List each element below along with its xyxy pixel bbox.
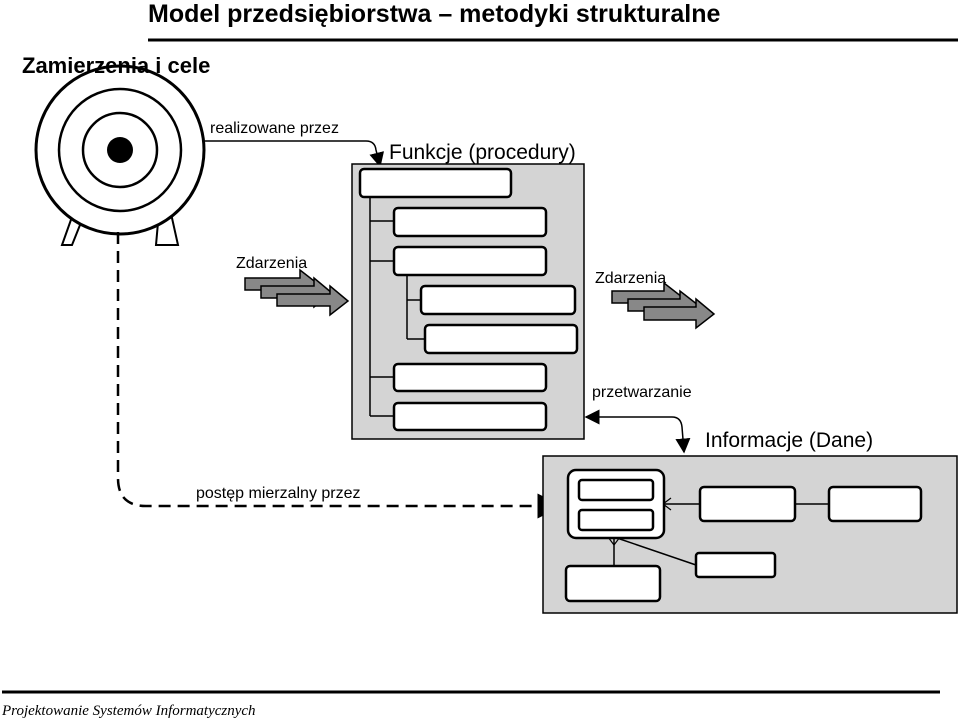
entity-box [577,478,655,502]
target-icon [34,64,206,246]
function-box [358,167,513,199]
measurable-progress-label: postęp mierzalny przez [196,485,361,502]
footer-text: Projektowanie Systemów Informatycznych [2,703,256,719]
goals-label: Zamierzenia i cele [22,53,211,78]
function-box [392,362,548,393]
processing-connector [584,409,691,454]
progress-connector [116,232,563,519]
events-in-arrows [244,268,350,317]
realized-by-label: realizowane przez [210,120,339,137]
entity-box [694,551,777,579]
events-out-label: Zdarzenia [595,270,667,287]
function-boxes [358,167,579,432]
page-title: Model przedsiębiorstwa – metodyki strukt… [148,0,721,28]
functions-label: Funkcje (procedury) [389,141,576,164]
data-model-lines [613,503,829,566]
function-box [392,401,548,432]
data-entity-boxes [564,468,923,603]
information-label: Informacje (Dane) [705,429,874,452]
entity-box [827,485,923,523]
function-box [392,245,548,277]
entity-box [698,485,797,523]
function-hierarchy-lines [369,197,425,417]
function-box [392,206,548,238]
realized-by-connector [203,140,385,168]
entity-box [564,564,662,603]
entity-box [577,508,655,532]
function-box [423,323,579,355]
events-in-label: Zdarzenia [236,255,308,272]
function-box [419,284,577,316]
processing-label: przetwarzanie [592,384,692,401]
events-out-arrows [611,281,716,330]
